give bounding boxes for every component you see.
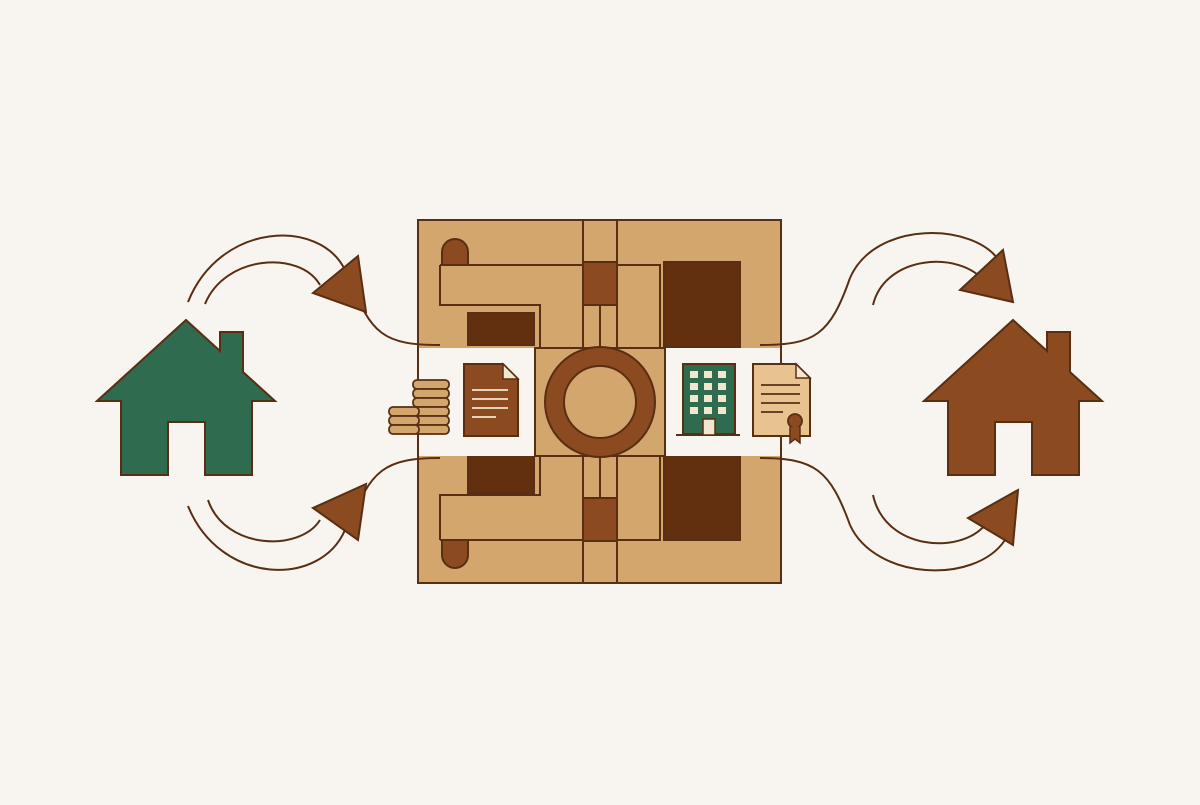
document-icon [463,362,520,437]
dark-slot-bottom-right [663,454,741,541]
certificate-icon [752,362,812,445]
house-icon [94,318,278,476]
building-window [704,383,712,390]
flow-line-left-bottom [187,505,346,571]
coin [412,388,450,399]
flow-line-right-bottom-tail [759,457,851,526]
building-window [718,383,726,390]
arrow-right-top [957,248,1015,304]
building-window [690,395,698,402]
coin [412,379,450,390]
vault-ring-inner [563,365,637,439]
dark-slot-bottom-left [467,454,535,494]
right-house [921,318,1105,476]
coin [388,406,420,417]
dark-slot-top-right [663,261,741,348]
dark-slot-top-left [467,312,535,346]
building-window [704,407,712,414]
flow-line-right-top-inner [872,260,986,306]
building-window [718,371,726,378]
flow-line-left-top-inner [204,261,321,305]
left-house [94,318,278,476]
building-window [690,383,698,390]
building-window [718,395,726,402]
building-windows [690,371,726,414]
flow-line-right-bottom [849,524,1006,572]
flow-line-left-bottom-inner [207,499,321,543]
building-door [702,418,716,436]
pin-top-left [441,238,469,266]
arrow-left-top [311,254,368,314]
flow-line-left-top [187,234,346,303]
building-window [718,407,726,414]
building-window [690,371,698,378]
flow-line-right-bottom-inner [872,494,986,545]
building-window [704,395,712,402]
channel-block-top [582,261,618,306]
building-window [690,407,698,414]
house-icon [921,318,1105,476]
channel-block-bottom [582,497,618,542]
coin [388,424,420,435]
flow-arrows [187,232,1020,572]
document-fold [502,362,520,380]
office-building-icon [676,363,740,436]
certificate-fold [795,362,812,379]
document-sheet [463,363,519,437]
coin-stack-icon [388,379,450,435]
coin [388,415,420,426]
certificate-ribbon [789,427,801,445]
building-window [704,371,712,378]
arrow-right-bottom [966,488,1020,547]
certificate-seal [787,413,803,429]
coin [412,397,450,408]
flow-line-right-top-tail [759,277,851,346]
flow-line-right-top [849,232,1001,279]
arrow-left-bottom [311,482,368,542]
pin-bottom-left [441,539,469,569]
